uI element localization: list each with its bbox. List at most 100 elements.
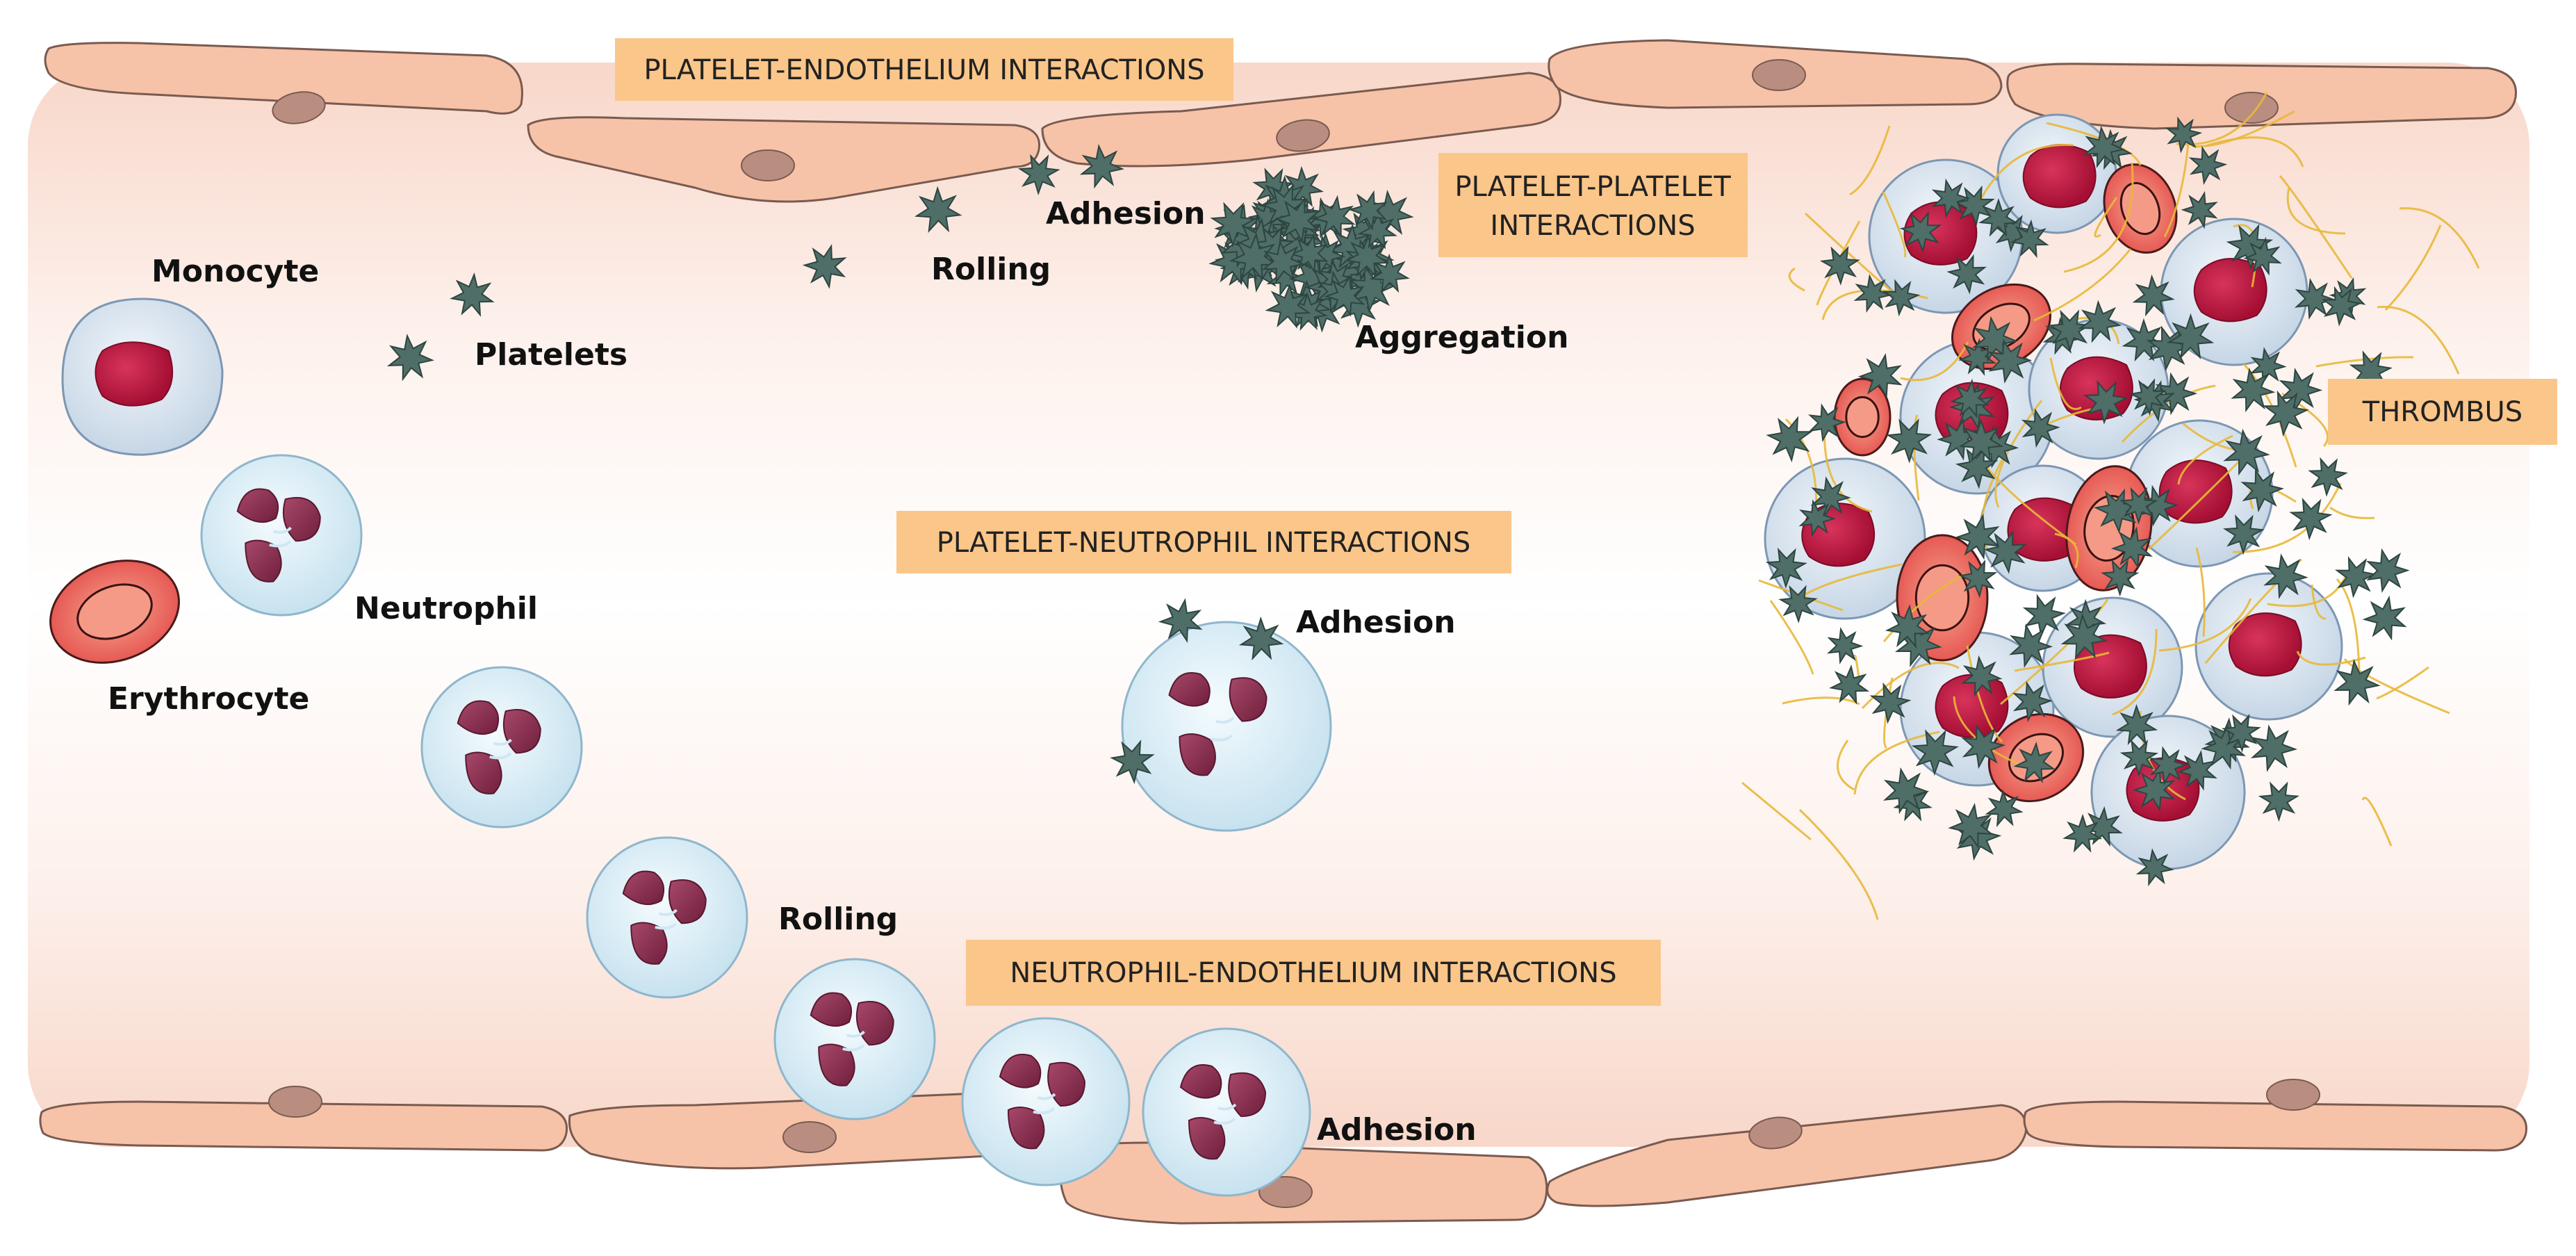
- platelet: [1886, 418, 1933, 464]
- platelet: [802, 243, 847, 289]
- platelet: [2222, 514, 2265, 555]
- platelet: [2165, 116, 2203, 154]
- neutrophil: [1121, 621, 1332, 832]
- endothelial-cell: [39, 1100, 568, 1152]
- platelet: [2132, 767, 2176, 812]
- box-platelet-platelet-text-1: PLATELET-PLATELET: [1454, 171, 1731, 203]
- platelet: [1369, 253, 1410, 293]
- fibrin-strand: [2163, 142, 2190, 238]
- platelet: [1210, 202, 1257, 247]
- fibrin-strand: [2177, 434, 2233, 485]
- fibrin-strand: [1882, 677, 1894, 749]
- fibrin-strand: [1805, 563, 1903, 596]
- fibrin-strand: [2343, 658, 2450, 715]
- label-platelets: Platelets: [475, 337, 627, 373]
- monocyte: [61, 297, 224, 456]
- endothelial-nucleus: [1258, 1176, 1313, 1208]
- platelet: [1829, 664, 1870, 705]
- platelet: [1274, 197, 1321, 244]
- platelet: [2022, 594, 2066, 637]
- endothelium-top: [44, 39, 2517, 203]
- neutrophil: [1142, 1027, 1311, 1197]
- fibrin-strand: [2361, 797, 2393, 847]
- platelet: [2122, 318, 2167, 362]
- platelet: [1961, 724, 2005, 769]
- fibrin-strand: [2376, 666, 2429, 700]
- box-platelet-endothelium-text: PLATELET-ENDOTHELIUM INTERACTIONS: [643, 54, 1204, 86]
- platelet: [1827, 627, 1864, 664]
- fibrin-strand: [1782, 696, 1860, 706]
- platelet: [1312, 195, 1356, 238]
- platelet: [2263, 390, 2309, 437]
- platelet: [2362, 595, 2407, 641]
- platelet: [2243, 236, 2282, 276]
- fibrin-strand: [1798, 808, 1879, 920]
- fibrin-strand: [1788, 267, 1805, 292]
- platelet: [2021, 408, 2060, 448]
- fibrin-strand: [2286, 187, 2346, 235]
- platelet: [2167, 313, 2215, 360]
- box-platelet-platelet: PLATELET-PLATELET INTERACTIONS: [1438, 153, 1748, 257]
- platelet: [2321, 286, 2362, 327]
- platelet: [2149, 746, 2188, 786]
- platelet: [1953, 185, 1995, 227]
- platelet: [1017, 154, 1060, 196]
- platelet: [1899, 211, 1942, 253]
- endothelial-nucleus: [1748, 1116, 1803, 1150]
- fibrin-strand: [1882, 191, 1907, 258]
- platelet: [2078, 300, 2122, 343]
- fibrin-strand: [2014, 651, 2110, 672]
- platelet: [2060, 613, 2108, 660]
- fibrin-strand: [2192, 110, 2295, 148]
- platelet: [2048, 309, 2092, 352]
- fibrin-strand: [2094, 197, 2118, 238]
- monocyte: [1868, 158, 2024, 314]
- monocyte: [2194, 572, 2343, 721]
- platelet: [1958, 560, 1998, 598]
- endothelial-cell: [44, 42, 523, 115]
- endothelial-nucleus: [741, 149, 795, 181]
- platelet: [1955, 446, 1999, 489]
- platelet: [2132, 274, 2175, 317]
- fibrin-strand: [1966, 645, 2003, 743]
- cells-layer: [49, 297, 1332, 1197]
- fibrin-strand: [2232, 482, 2342, 553]
- fibrin-strand: [1741, 781, 1812, 841]
- box-neutrophil-endothelium: NEUTROPHIL-ENDOTHELIUM INTERACTIONS: [966, 940, 1661, 1006]
- platelet: [2231, 367, 2276, 413]
- platelet: [1110, 740, 1155, 785]
- fibrin-strand: [1816, 220, 1861, 306]
- platelet: [1978, 198, 2019, 237]
- fibrin-strand: [2033, 248, 2132, 322]
- platelet: [2083, 380, 2128, 425]
- fibrin-strand: [2329, 506, 2375, 519]
- platelet: [1238, 616, 1284, 661]
- monocyte: [1764, 457, 1926, 620]
- platelet: [2249, 347, 2287, 385]
- platelet: [1819, 245, 1860, 286]
- fibrin-strand: [2121, 384, 2216, 443]
- thrombus: [1741, 92, 2480, 920]
- platelet: [1765, 547, 1807, 589]
- platelet: [1948, 802, 1994, 849]
- fibrin-strand: [1769, 600, 1814, 675]
- platelet: [1229, 232, 1279, 282]
- box-thrombus-text: THROMBUS: [2362, 396, 2522, 428]
- box-neutrophil-endothelium-text: NEUTROPHIL-ENDOTHELIUM INTERACTIONS: [1010, 957, 1616, 989]
- endothelial-cell: [2023, 1100, 2528, 1152]
- platelet: [1869, 682, 1912, 724]
- endothelial-cell: [1041, 72, 1561, 168]
- fibrin-strand: [2063, 162, 2134, 273]
- fibrin-strand: [2205, 136, 2304, 168]
- platelet: [2083, 125, 2126, 168]
- platelet: [1261, 240, 1305, 284]
- platelet: [2119, 487, 2158, 525]
- box-platelet-neutrophil: PLATELET-NEUTROPHIL INTERACTIONS: [896, 511, 1511, 573]
- box-platelet-platelet-text-2: INTERACTIONS: [1490, 210, 1695, 242]
- fibrin-strand: [1953, 696, 2024, 767]
- platelet: [2119, 739, 2159, 777]
- endothelial-nucleus: [1752, 59, 1806, 91]
- platelet: [1946, 254, 1987, 295]
- platelet: [1766, 416, 1813, 463]
